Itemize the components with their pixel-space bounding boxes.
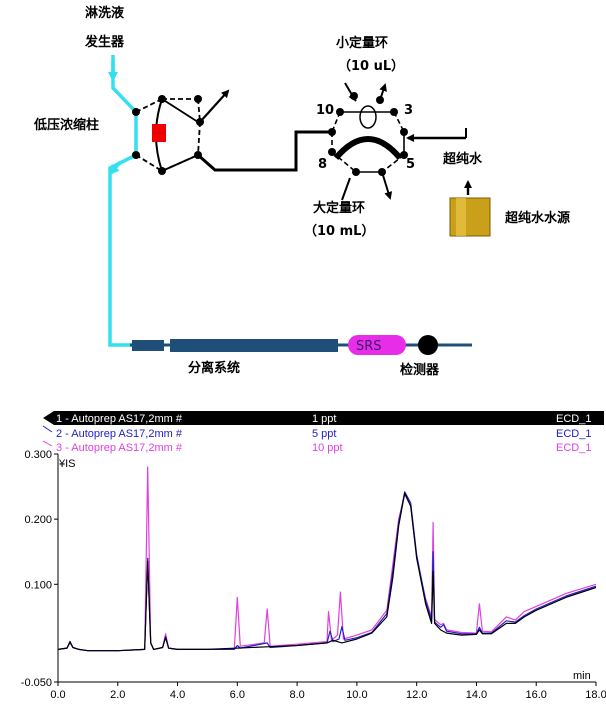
separation-system: SRS 分离系统 检测器 bbox=[130, 335, 472, 378]
concentrator-waste-arrow bbox=[199, 89, 230, 123]
x-tick-label: 18.0 bbox=[585, 689, 606, 701]
separation-label: 分离系统 bbox=[188, 360, 240, 376]
x-tick-label: 14.0 bbox=[466, 689, 487, 701]
y-tick-label: -0.050 bbox=[21, 677, 52, 689]
concentrator-valve bbox=[132, 89, 230, 175]
y-tick-label: 0.200 bbox=[24, 514, 52, 526]
large-loop bbox=[333, 136, 403, 160]
ultrapure-water-label: 超纯水 bbox=[443, 151, 483, 167]
legend-name-2: 2 - Autoprep AS17,2mm # bbox=[56, 428, 183, 440]
chromatogram: 1 - Autoprep AS17,2mm # 1 ppt ECD_1 2 - … bbox=[21, 411, 606, 701]
guard-column bbox=[132, 340, 164, 351]
connect-line bbox=[197, 130, 330, 172]
legend-bar-1 bbox=[43, 411, 604, 425]
y-ticks: 0.300 0.200 0.100 -0.050 bbox=[21, 449, 58, 689]
concentrator-label: 低压浓缩柱 bbox=[33, 117, 99, 133]
y-tick-label: 0.300 bbox=[24, 449, 52, 461]
legend-name-3: 3 - Autoprep AS17,2mm # bbox=[56, 442, 183, 454]
legend-detector-3: ECD_1 bbox=[556, 442, 591, 454]
srs-suppressor bbox=[348, 335, 406, 355]
eluent-generator-label-1: 淋洗液 bbox=[85, 5, 124, 21]
legend-level-2: 5 ppt bbox=[312, 428, 336, 440]
x-ticks: 0.0 2.0 4.0 6.0 8.0 10.0 12.0 14.0 16.0 18.0 bbox=[50, 682, 606, 701]
large-loop-label-2: （10 mL） bbox=[304, 223, 374, 239]
concentrator-column bbox=[152, 124, 166, 142]
x-tick-label: 6.0 bbox=[230, 689, 245, 701]
small-loop-label-1: 小定量环 bbox=[336, 35, 388, 51]
detector-label: 检测器 bbox=[400, 362, 440, 378]
eluent-generator-label-2: 发生器 bbox=[84, 34, 125, 50]
injection-valve: 小定量环 （10 uL） bbox=[304, 35, 467, 239]
legend-level-1: 1 ppt bbox=[312, 413, 336, 425]
legend-detector-1: ECD_1 bbox=[556, 413, 591, 425]
x-tick-label: 2.0 bbox=[110, 689, 125, 701]
ultrapure-source-label: 超纯水水源 bbox=[505, 210, 570, 226]
x-tick-label: 8.0 bbox=[289, 689, 304, 701]
ultrapure-source bbox=[449, 197, 491, 237]
large-loop-label-1: 大定量环 bbox=[313, 200, 365, 216]
x-tick-label: 4.0 bbox=[170, 689, 185, 701]
y-axis-label: ¥IS bbox=[58, 458, 76, 470]
port-8-label: 8 bbox=[318, 157, 327, 172]
port-3-label: 3 bbox=[404, 103, 413, 118]
analytical-column bbox=[170, 339, 338, 352]
valve-waste-arrow-bottom bbox=[381, 171, 393, 200]
eluent-arrow-out bbox=[109, 160, 122, 176]
srs-label: SRS bbox=[356, 339, 382, 354]
series-line-2 bbox=[57, 491, 597, 652]
x-tick-label: 10.0 bbox=[346, 689, 367, 701]
x-axis-label: min bbox=[573, 670, 591, 682]
large-loop-pointer bbox=[341, 177, 351, 201]
flow-diagram: 淋洗液 发生器 低压浓缩柱 bbox=[33, 5, 570, 378]
legend-level-3: 10 ppt bbox=[312, 442, 343, 454]
eluent-flow-path bbox=[108, 55, 138, 347]
port-10-label: 10 bbox=[316, 103, 334, 118]
x-tick-label: 16.0 bbox=[526, 689, 547, 701]
legend-name-1: 1 - Autoprep AS17,2mm # bbox=[56, 413, 183, 425]
x-tick-label: 12.0 bbox=[406, 689, 427, 701]
series-layer bbox=[57, 466, 597, 652]
y-tick-label: 0.100 bbox=[24, 579, 52, 591]
port-5-label: 5 bbox=[406, 157, 415, 172]
small-loop-label-2: （10 uL） bbox=[338, 58, 404, 74]
eluent-line bbox=[108, 55, 138, 347]
small-loop bbox=[359, 105, 377, 129]
x-tick-label: 0.0 bbox=[50, 689, 65, 701]
detector-cell bbox=[418, 335, 438, 355]
series-line-1 bbox=[57, 492, 597, 652]
legend-detector-2: ECD_1 bbox=[556, 428, 591, 440]
